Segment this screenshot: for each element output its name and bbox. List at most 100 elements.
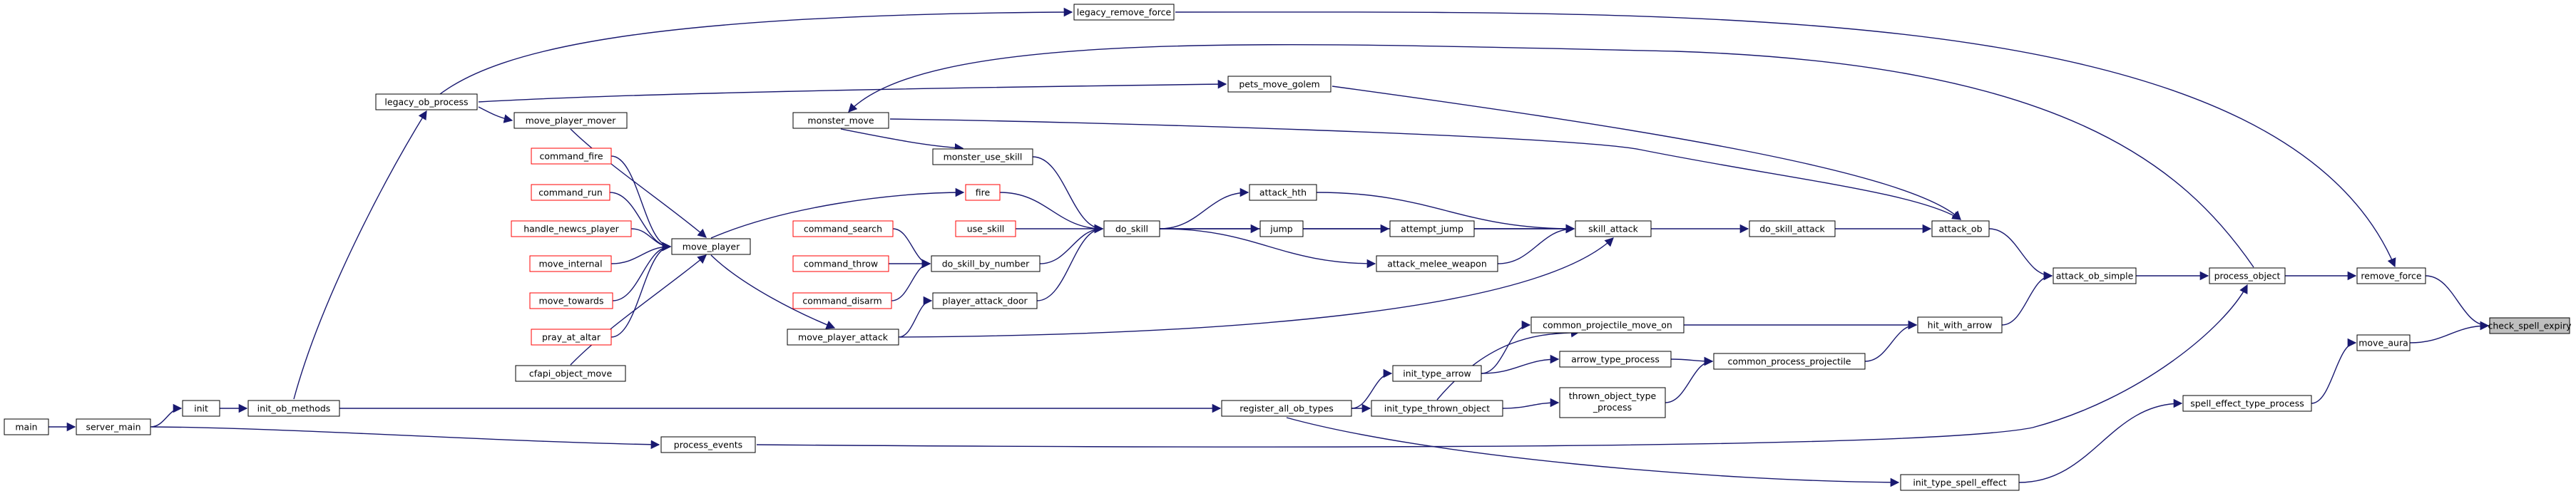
node-label-attempt_jump: attempt_jump xyxy=(1401,224,1463,234)
edge-register_all_ob_types-to-init_type_spell_effect xyxy=(1286,417,1900,487)
node-label-common_process_projectile: common_process_projectile xyxy=(1728,356,1851,367)
edge-pets_move_golem-to-attack_ob xyxy=(1332,86,1961,220)
node-main[interactable]: main xyxy=(4,418,49,435)
node-box-attack_ob xyxy=(1931,220,1990,237)
node-attack_ob_simple[interactable]: attack_ob_simple xyxy=(2053,267,2137,284)
node-use_skill[interactable]: use_skill xyxy=(955,220,1016,237)
node-do_skill[interactable]: do_skill xyxy=(1103,220,1160,237)
node-init_ob_methods[interactable]: init_ob_methods xyxy=(247,400,340,417)
node-box-spell_effect_type_process xyxy=(2182,395,2312,412)
node-box-check_spell_expiry xyxy=(2489,317,2570,334)
node-label-use_skill: use_skill xyxy=(967,224,1005,234)
node-label-process_object: process_object xyxy=(2214,271,2281,281)
node-box-fire xyxy=(965,184,1001,201)
node-monster_move[interactable]: monster_move xyxy=(792,112,889,129)
node-check_spell_expiry: check_spell_expiry xyxy=(2488,317,2572,334)
node-monster_use_skill[interactable]: monster_use_skill xyxy=(932,148,1033,165)
node-box-command_fire xyxy=(531,148,612,165)
node-label-server_main: server_main xyxy=(86,422,140,433)
node-attack_ob[interactable]: attack_ob xyxy=(1931,220,1990,237)
node-label-monster_use_skill: monster_use_skill xyxy=(944,152,1023,162)
node-box-monster_use_skill xyxy=(932,148,1033,165)
node-pets_move_golem[interactable]: pets_move_golem xyxy=(1227,76,1332,93)
node-label-init_ob_methods: init_ob_methods xyxy=(257,403,331,414)
edge-move_player_mover-to-move_player xyxy=(570,128,707,238)
node-label-do_skill_attack: do_skill_attack xyxy=(1759,224,1825,234)
edge-pray_at_altar-to-move_player xyxy=(610,242,672,338)
node-command_disarm[interactable]: command_disarm xyxy=(792,292,892,309)
node-label-cfapi_object_move: cfapi_object_move xyxy=(529,368,613,379)
node-jump[interactable]: jump xyxy=(1259,220,1304,237)
node-label-attack_ob: attack_ob xyxy=(1938,224,1982,234)
node-label-jump: jump xyxy=(1269,224,1293,234)
node-command_throw[interactable]: command_throw xyxy=(792,255,889,272)
node-label-spell_effect_type_process: spell_effect_type_process xyxy=(2190,398,2304,409)
node-box-init_type_arrow xyxy=(1392,365,1482,382)
node-move_towards[interactable]: move_towards xyxy=(529,292,613,309)
node-box-move_aura xyxy=(2356,334,2411,351)
node-init_type_thrown_object[interactable]: init_type_thrown_object xyxy=(1371,400,1503,417)
node-box-attack_melee_weapon xyxy=(1376,255,1498,272)
node-label-move_player: move_player xyxy=(683,242,740,252)
edge-server_main-to-process_events xyxy=(151,426,660,450)
node-move_internal[interactable]: move_internal xyxy=(529,255,612,272)
node-command_fire[interactable]: command_fire xyxy=(531,148,612,165)
node-skill_attack[interactable]: skill_attack xyxy=(1575,220,1652,237)
node-move_player[interactable]: move_player xyxy=(671,238,751,255)
node-fire[interactable]: fire xyxy=(965,184,1001,201)
node-command_search[interactable]: command_search xyxy=(792,220,894,237)
node-label-move_aura: move_aura xyxy=(2358,338,2408,348)
node-box-attack_ob_simple xyxy=(2053,267,2137,284)
edge-move_aura-to-check_spell_expiry xyxy=(2409,321,2490,343)
node-thrown_object_type_process[interactable]: thrown_object_type_process xyxy=(1559,387,1666,418)
node-do_skill_by_number[interactable]: do_skill_by_number xyxy=(931,255,1041,272)
node-legacy_remove_force[interactable]: legacy_remove_force xyxy=(1073,4,1175,21)
node-attack_hth[interactable]: attack_hth xyxy=(1249,184,1317,201)
node-pray_at_altar[interactable]: pray_at_altar xyxy=(531,329,612,346)
node-box-move_player_attack xyxy=(787,329,899,346)
node-remove_force[interactable]: remove_force xyxy=(2356,267,2426,284)
edge-attack_hth-to-skill_attack xyxy=(1316,192,1575,234)
node-server_main[interactable]: server_main xyxy=(76,418,151,435)
node-command_run[interactable]: command_run xyxy=(531,184,610,201)
node-legacy_ob_process[interactable]: legacy_ob_process xyxy=(375,93,478,110)
node-process_object[interactable]: process_object xyxy=(2209,267,2286,284)
node-init_type_arrow[interactable]: init_type_arrow xyxy=(1392,365,1482,382)
edge-attack_melee_weapon-to-skill_attack xyxy=(1497,224,1575,264)
node-common_process_projectile[interactable]: common_process_projectile xyxy=(1713,353,1866,370)
node-move_aura[interactable]: move_aura xyxy=(2356,334,2411,351)
edge-init_type_spell_effect-to-spell_effect_type_process xyxy=(2018,398,2183,483)
node-box-do_skill xyxy=(1103,220,1160,237)
node-attack_melee_weapon[interactable]: attack_melee_weapon xyxy=(1376,255,1498,272)
node-move_player_attack[interactable]: move_player_attack xyxy=(787,329,899,346)
node-label-move_player_attack: move_player_attack xyxy=(798,332,889,343)
node-cfapi_object_move[interactable]: cfapi_object_move xyxy=(515,365,626,382)
node-arrow_type_process[interactable]: arrow_type_process xyxy=(1559,351,1672,368)
edge-command_search-to-do_skill_by_number xyxy=(892,228,931,269)
node-handle_newcs_player[interactable]: handle_newcs_player xyxy=(511,220,632,237)
node-do_skill_attack[interactable]: do_skill_attack xyxy=(1749,220,1836,237)
node-box-remove_force xyxy=(2356,267,2426,284)
edge-legacy_remove_force-to-remove_force xyxy=(1175,11,2396,268)
edge-monster_move-to-monster_use_skill xyxy=(840,128,964,153)
edge-command_disarm-to-do_skill_by_number xyxy=(891,259,931,301)
node-process_events[interactable]: process_events xyxy=(660,436,756,453)
node-init[interactable]: init xyxy=(182,400,220,417)
node-box-common_projectile_move_on xyxy=(1530,316,1685,334)
node-hit_with_arrow[interactable]: hit_with_arrow xyxy=(1917,316,2003,334)
node-box-do_skill_by_number xyxy=(931,255,1041,272)
node-label-do_skill: do_skill xyxy=(1115,224,1148,234)
node-move_player_mover[interactable]: move_player_mover xyxy=(513,112,628,129)
edge-legacy_ob_process-to-legacy_remove_force xyxy=(439,7,1073,95)
node-label-arrow_type_process: arrow_type_process xyxy=(1571,354,1660,365)
node-attempt_jump[interactable]: attempt_jump xyxy=(1389,220,1475,237)
node-init_type_spell_effect[interactable]: init_type_spell_effect xyxy=(1900,474,2020,491)
edge-handle_newcs_player-to-move_player xyxy=(630,228,672,252)
node-register_all_ob_types[interactable]: register_all_ob_types xyxy=(1221,400,1352,417)
node-player_attack_door[interactable]: player_attack_door xyxy=(932,292,1038,309)
node-spell_effect_type_process[interactable]: spell_effect_type_process xyxy=(2182,395,2312,412)
node-label-player_attack_door: player_attack_door xyxy=(942,296,1028,306)
node-common_projectile_move_on[interactable]: common_projectile_move_on xyxy=(1530,316,1685,334)
node-box-process_object xyxy=(2209,267,2286,284)
